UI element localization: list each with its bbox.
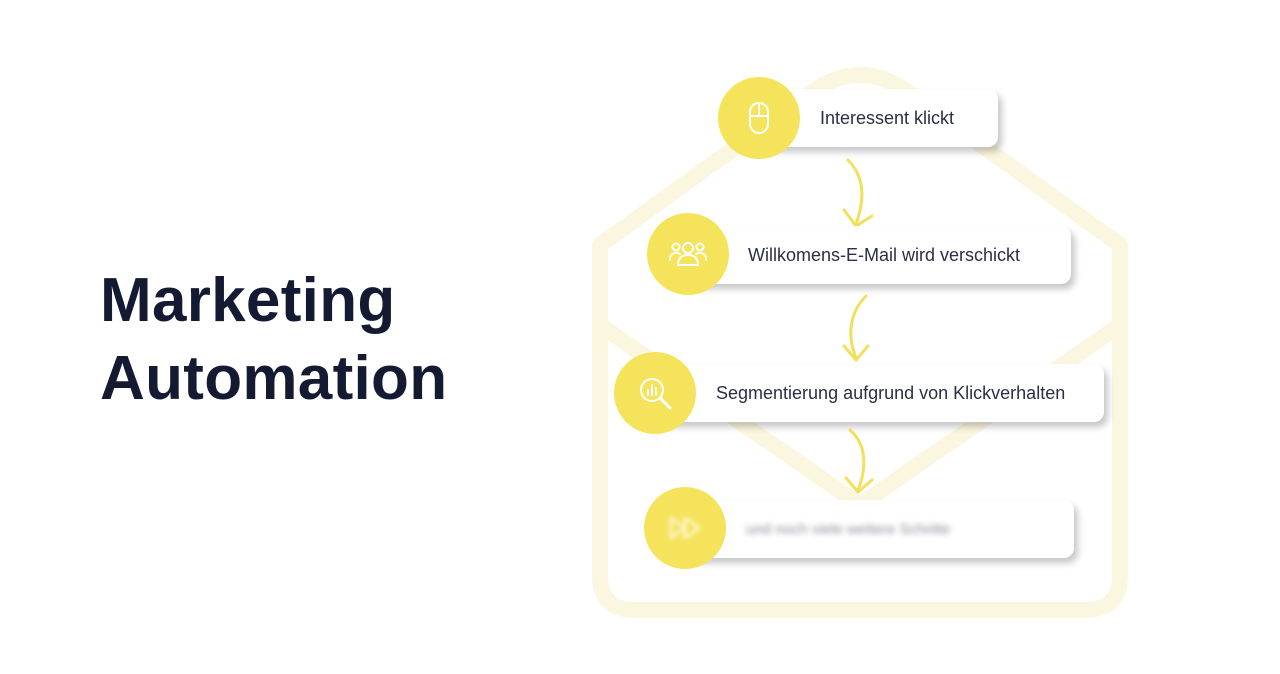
page-title: Marketing Automation	[100, 262, 447, 418]
step-label-2: Willkomens-E-Mail wird verschickt	[748, 244, 1021, 265]
arrow-2	[842, 294, 870, 362]
arrow-3	[844, 428, 874, 494]
envelope-outline	[592, 67, 1128, 618]
fast-forward-icon	[669, 516, 701, 540]
step-card-3: Segmentierung aufgrund von Klickverhalte…	[657, 364, 1104, 422]
title-line-1: Marketing	[100, 266, 396, 335]
step-circle-4	[644, 487, 726, 569]
step-label-4: und noch viele weitere Schritte	[746, 520, 951, 538]
step-circle-1	[718, 77, 800, 159]
step-label-3: Segmentierung aufgrund von Klickverhalte…	[716, 382, 1066, 403]
group-icon	[669, 242, 707, 266]
search-chart-icon	[640, 378, 672, 410]
step-circle-3	[614, 352, 696, 434]
step-circle-2	[647, 213, 729, 295]
step-card-4: und noch viele weitere Schritte	[688, 500, 1074, 558]
mouse-icon	[749, 102, 769, 134]
step-label-1: Interessent klickt	[820, 107, 955, 128]
arrow-1	[842, 158, 874, 228]
step-card-2: Willkomens-E-Mail wird verschickt	[690, 226, 1071, 284]
title-line-2: Automation	[100, 344, 448, 413]
